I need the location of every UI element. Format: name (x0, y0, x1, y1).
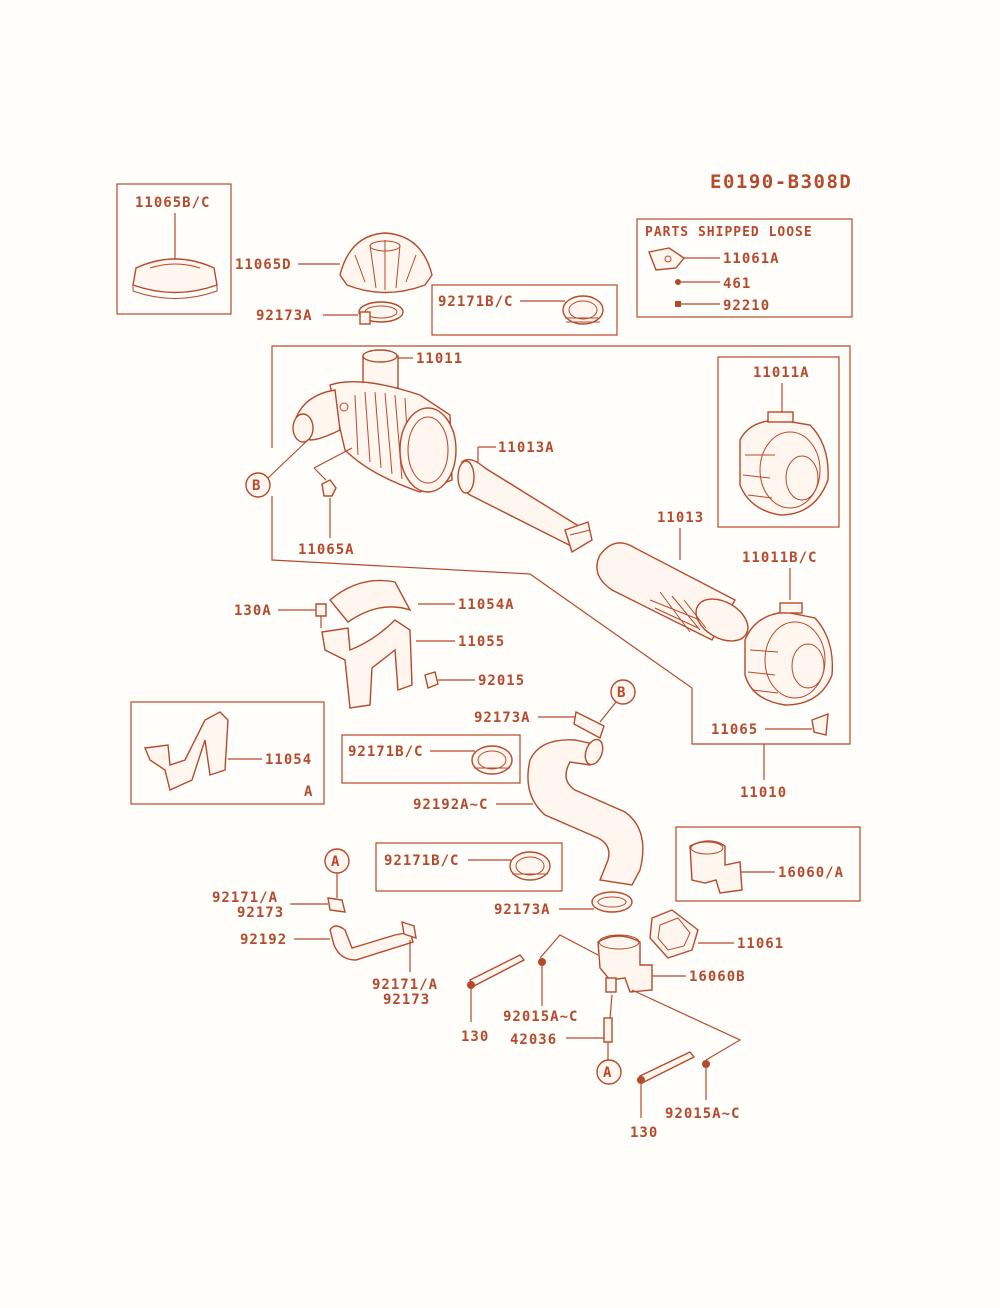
air-cleaner-11011: 11011 (292, 349, 463, 493)
label-11011A: 11011A (753, 365, 810, 381)
label-92015AC-1: 92015A~C (503, 1009, 578, 1025)
label-16060B: 16060B (689, 969, 746, 985)
part-11065A: 11065A (298, 447, 355, 558)
label-92173A-mid: 92173A (474, 710, 531, 726)
bolt-130-left: 130 92015A~C (461, 954, 578, 1045)
assembly-frame (271, 345, 851, 745)
cover-11011BC: 11011B/C (742, 550, 834, 706)
filter-11013A: 11013A (457, 440, 593, 554)
label-92171A-2: 92171/A (372, 977, 438, 993)
part-11065: 11065 (711, 712, 829, 738)
label-11065A: 11065A (298, 542, 355, 558)
svg-text:B: B (617, 685, 626, 701)
marker-B-1: B (245, 437, 311, 498)
clamp-92173A-mid: 92173A (474, 710, 605, 740)
label-11013A: 11013A (498, 440, 555, 456)
loose-parts-box: PARTS SHIPPED LOOSE 11061A 461 92210 (636, 218, 853, 318)
label-16060A: 16060/A (778, 865, 844, 881)
clamp-small-1: 92171/A 92173 (212, 890, 346, 921)
label-92192: 92192 (240, 932, 287, 948)
label-130-2: 130 (630, 1125, 658, 1141)
label-11065D: 11065D (235, 257, 292, 273)
svg-text:A: A (331, 854, 340, 870)
pin-42036: 42036 (510, 1017, 613, 1060)
loose-item-1: 11061A (723, 251, 780, 267)
cap-detail-box: 11065B/C (116, 183, 232, 315)
label-92171BC-3: 92171B/C (384, 853, 459, 869)
label-11010: 11010 (740, 785, 787, 801)
label-11065BC: 11065B/C (135, 195, 210, 211)
housing-box-16060A: 16060/A (675, 826, 861, 902)
hose-92192AC: 92192A~C (413, 738, 644, 886)
label-92015AC-2: 92015A~C (665, 1106, 740, 1122)
loose-item-2: 461 (723, 276, 751, 292)
svg-text:A: A (603, 1065, 612, 1081)
gasket-part (648, 247, 686, 271)
label-11061: 11061 (737, 936, 784, 952)
label-11011BC: 11011B/C (742, 550, 817, 566)
part-11010: 11010 (740, 744, 787, 801)
nut-92015: 92015 (424, 671, 525, 689)
diagram-id: E0190-B308D (710, 171, 852, 193)
marker-A-2: A (596, 1059, 622, 1085)
bracket-11054A: 130A 11054A (234, 579, 515, 628)
filter-11013: 11013 (596, 510, 749, 642)
clamp-box-2: 92171B/C (341, 734, 521, 784)
label-11054A: 11054A (458, 597, 515, 613)
label-42036: 42036 (510, 1032, 557, 1048)
cover-box-11011A: 11011A (717, 356, 840, 528)
bracket-box-11054: 11054 A (130, 701, 325, 805)
label-130A: 130A (234, 603, 272, 619)
label-box-A: A (304, 784, 313, 800)
label-92192AC: 92192A~C (413, 797, 488, 813)
label-11065: 11065 (711, 722, 758, 738)
cap-11065D: 11065D (235, 232, 433, 294)
label-130-1: 130 (461, 1029, 489, 1045)
hose-92192: 92192 92171/A 92173 (240, 920, 438, 1008)
loose-item-3: 92210 (723, 298, 770, 314)
label-92173-1: 92173 (237, 905, 284, 921)
label-11055: 11055 (458, 634, 505, 650)
marker-B-2: B (599, 679, 636, 723)
label-11011: 11011 (416, 351, 463, 367)
label-92173A-low: 92173A (494, 902, 551, 918)
bolt-130-right: 130 92015A~C (630, 1051, 740, 1141)
clamp-box-3: 92171B/C (375, 842, 563, 892)
bracket-11055: 11055 (321, 619, 505, 709)
gasket-11061: 11061 (649, 909, 784, 959)
loose-title: PARTS SHIPPED LOOSE (645, 225, 813, 240)
clamp-92173A-top: 92173A (256, 301, 404, 325)
label-92171A-1: 92171/A (212, 890, 278, 906)
label-92171BC-2: 92171B/C (348, 744, 423, 760)
clamp-92173A-low: 92173A (494, 891, 633, 918)
label-92173-2: 92173 (383, 992, 430, 1008)
label-92171BC-1: 92171B/C (438, 294, 513, 310)
marker-A-1: A (324, 848, 350, 898)
cap-part (132, 258, 218, 294)
label-92173A-top: 92173A (256, 308, 313, 324)
housing-16060B: 16060B (539, 934, 746, 1061)
label-11013: 11013 (657, 510, 704, 526)
svg-text:B: B (252, 478, 261, 494)
label-92015: 92015 (478, 673, 525, 689)
label-11054: 11054 (265, 752, 312, 768)
clamp-box-1: 92171B/C (431, 284, 618, 336)
